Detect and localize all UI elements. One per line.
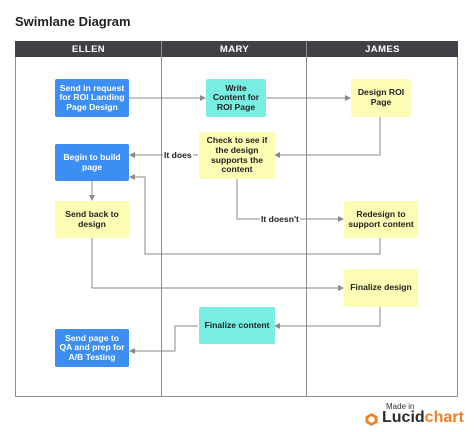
- diagram-title: Swimlane Diagram: [15, 14, 131, 29]
- node-check-design[interactable]: Check to see if the design supports the …: [199, 132, 275, 179]
- lane-header-mary: MARY: [162, 41, 307, 57]
- edge-label-it-doesnt: It doesn't: [260, 214, 300, 224]
- brand-lucid: Lucid: [382, 409, 425, 426]
- edge-finalize-design-to-content: [274, 307, 381, 329]
- node-send-request[interactable]: Send in request for ROI Landing Page Des…: [55, 79, 129, 117]
- lane-header-ellen: ELLEN: [15, 41, 162, 57]
- edge-design-to-check: [274, 117, 381, 158]
- node-finalize-content[interactable]: Finalize content: [199, 307, 275, 344]
- edge-redesign-to-build: [129, 174, 381, 255]
- lucidchart-wordmark[interactable]: Lucidchart: [382, 409, 464, 427]
- lane-divider: [161, 41, 162, 397]
- node-redesign[interactable]: Redesign to support content: [344, 201, 418, 238]
- node-finalize-design[interactable]: Finalize design: [344, 269, 418, 307]
- node-send-back[interactable]: Send back to design: [55, 201, 129, 238]
- node-write-content[interactable]: Write Content for ROI Page: [206, 79, 266, 117]
- edge-label-it-does: It does: [163, 150, 193, 160]
- edge-content-to-qa: [129, 325, 198, 354]
- node-send-qa[interactable]: Send page to QA and prep for A/B Testing: [55, 329, 129, 367]
- node-begin-build[interactable]: Begin to build page: [55, 144, 129, 181]
- edge-sendback-to-finalize-design: [91, 238, 344, 291]
- node-design-roi[interactable]: Design ROI Page: [351, 79, 411, 117]
- made-in-label: Made in: [386, 402, 415, 411]
- lucidchart-logo-icon: [365, 413, 378, 426]
- lane-header-james: JAMES: [307, 41, 458, 57]
- brand-chart: chart: [424, 409, 464, 426]
- edge-check-to-redesign: [236, 179, 344, 222]
